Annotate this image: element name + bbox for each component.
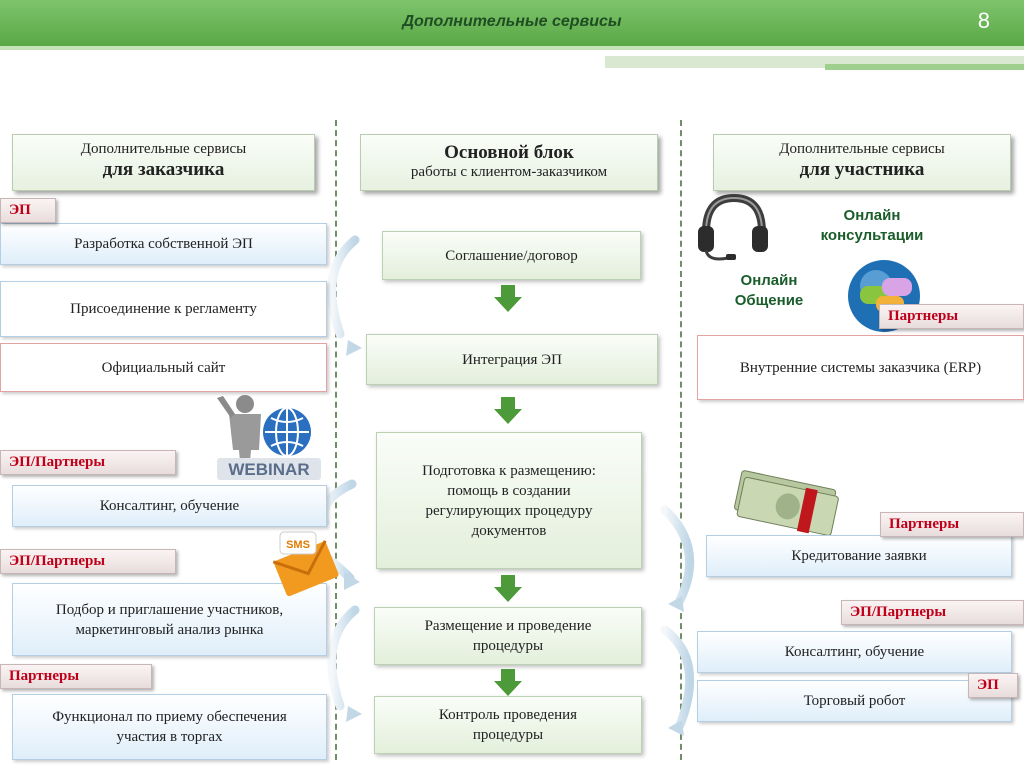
down-arrow <box>494 669 522 696</box>
left-column-header: Дополнительные сервисы для заказчика <box>12 134 315 191</box>
left-item-function-line2: участия в торгах <box>116 729 223 745</box>
right-item-robot: Торговый робот <box>697 680 1012 722</box>
online-comm-label: Онлайн Общение <box>714 271 824 311</box>
center-step-agreement-text: Соглашение/договор <box>445 247 578 264</box>
center-step-integration-text: Интеграция ЭП <box>462 351 562 368</box>
decor-stripe-accent <box>825 64 1024 70</box>
sms-envelope-icon: SMS <box>272 528 340 600</box>
money-icon <box>726 470 848 540</box>
right-header-line2: для участника <box>799 159 925 180</box>
center-step-control-line2: процедуры <box>472 727 544 743</box>
flow-arrow <box>327 235 360 339</box>
left-item-regulation: Присоединение к регламенту <box>0 281 327 337</box>
flow-arrow-head <box>346 340 362 356</box>
right-tag-ep-partners: ЭП/Партнеры <box>841 600 1024 625</box>
flow-arrow <box>327 605 360 711</box>
center-header-line1: Основной блок <box>444 142 574 163</box>
right-item-consulting: Консалтинг, обучение <box>697 631 1012 673</box>
left-item-function-line1: Функционал по приему обеспечения <box>52 709 287 725</box>
left-item-selection: Подбор и приглашение участников, маркети… <box>12 583 327 656</box>
headset-icon <box>694 192 774 264</box>
right-column-header: Дополнительные сервисы для участника <box>713 134 1011 191</box>
page-number: 8 <box>977 8 990 33</box>
left-item-selection-line1: Подбор и приглашение участников, <box>55 601 284 618</box>
right-tag-partners-2: Партнеры <box>880 512 1024 537</box>
right-item-erp: Внутренние системы заказчика (ERP) <box>697 335 1024 400</box>
online-comm-line2: Общение <box>734 292 804 309</box>
left-tag-ep-partners-2: ЭП/Партнеры <box>0 549 176 574</box>
center-step-placement-line1: Размещение и проведение <box>424 618 592 634</box>
online-consult-line1: Онлайн <box>843 207 901 224</box>
flow-arrow <box>319 479 357 527</box>
left-header-line2: для заказчика <box>102 159 225 180</box>
online-consult-label: Онлайн консультации <box>794 206 950 246</box>
sms-label: SMS <box>286 539 310 551</box>
right-header-line1: Дополнительные сервисы <box>779 141 945 157</box>
left-item-consulting-text: Консалтинг, обучение <box>99 498 240 514</box>
flow-arrow <box>660 625 695 730</box>
flow-arrow-head <box>346 706 362 722</box>
center-step-preparation-line1: Подготовка к размещению: <box>422 462 596 479</box>
center-step-preparation-line3: регулирующих процедуру <box>425 502 593 519</box>
left-item-official-site-text: Официальный сайт <box>101 359 226 376</box>
left-item-official-site: Официальный сайт <box>0 343 327 392</box>
online-consult-line2: консультации <box>820 227 924 244</box>
webinar-icon: WEBINAR <box>215 390 323 485</box>
flow-arrow <box>660 505 695 605</box>
center-step-agreement: Соглашение/договор <box>382 231 641 280</box>
webinar-label: WEBINAR <box>228 460 309 479</box>
left-item-consulting: Консалтинг, обучение <box>12 485 327 527</box>
right-tag-partners-1: Партнеры <box>879 304 1024 329</box>
flow-arrow-head <box>668 720 684 736</box>
center-step-control-line1: Контроль проведения <box>438 707 578 723</box>
center-step-preparation-line2: помощь в создании <box>447 482 571 499</box>
center-header-line2: работы с клиентом-заказчиком <box>410 164 608 180</box>
column-divider-right <box>680 120 682 760</box>
online-comm-line1: Онлайн <box>740 272 798 289</box>
slide-title: Дополнительные сервисы <box>402 13 622 30</box>
center-step-preparation-line4: документов <box>471 522 547 539</box>
title-bar-underline <box>0 46 1024 50</box>
title-bar <box>0 0 1024 46</box>
left-item-selection-line2: маркетинговый анализ рынка <box>75 621 264 638</box>
right-item-credit: Кредитование заявки <box>706 535 1012 577</box>
center-step-placement-line2: процедуры <box>472 638 544 654</box>
right-item-consulting-text: Консалтинг, обучение <box>784 644 925 660</box>
left-item-regulation-text: Присоединение к регламенту <box>70 301 257 317</box>
center-step-placement: Размещение и проведение процедуры <box>374 607 642 665</box>
down-arrow <box>494 397 522 424</box>
flow-arrow-head <box>668 596 684 612</box>
down-arrow <box>494 285 522 312</box>
right-tag-ep: ЭП <box>968 673 1018 698</box>
left-header-line1: Дополнительные сервисы <box>80 141 247 157</box>
left-tag-ep: ЭП <box>0 198 56 223</box>
left-tag-ep-partners-1: ЭП/Партнеры <box>0 450 176 475</box>
right-item-credit-text: Кредитование заявки <box>791 548 927 564</box>
right-item-robot-text: Торговый робот <box>803 693 906 709</box>
left-tag-partners: Партнеры <box>0 664 152 689</box>
down-arrow <box>494 575 522 602</box>
center-column-header: Основной блок работы с клиентом-заказчик… <box>360 134 658 191</box>
left-item-own-ep: Разработка собственной ЭП <box>0 223 327 265</box>
center-step-control: Контроль проведения процедуры <box>374 696 642 754</box>
center-step-integration: Интеграция ЭП <box>366 334 658 385</box>
left-item-own-ep-text: Разработка собственной ЭП <box>74 236 253 252</box>
center-step-preparation: Подготовка к размещению: помощь в создан… <box>376 432 642 569</box>
left-item-function: Функционал по приему обеспечения участия… <box>12 694 327 760</box>
right-item-erp-text: Внутренние системы заказчика (ERP) <box>739 359 982 376</box>
column-divider-left <box>335 120 337 760</box>
flow-arrow-head <box>344 572 360 590</box>
